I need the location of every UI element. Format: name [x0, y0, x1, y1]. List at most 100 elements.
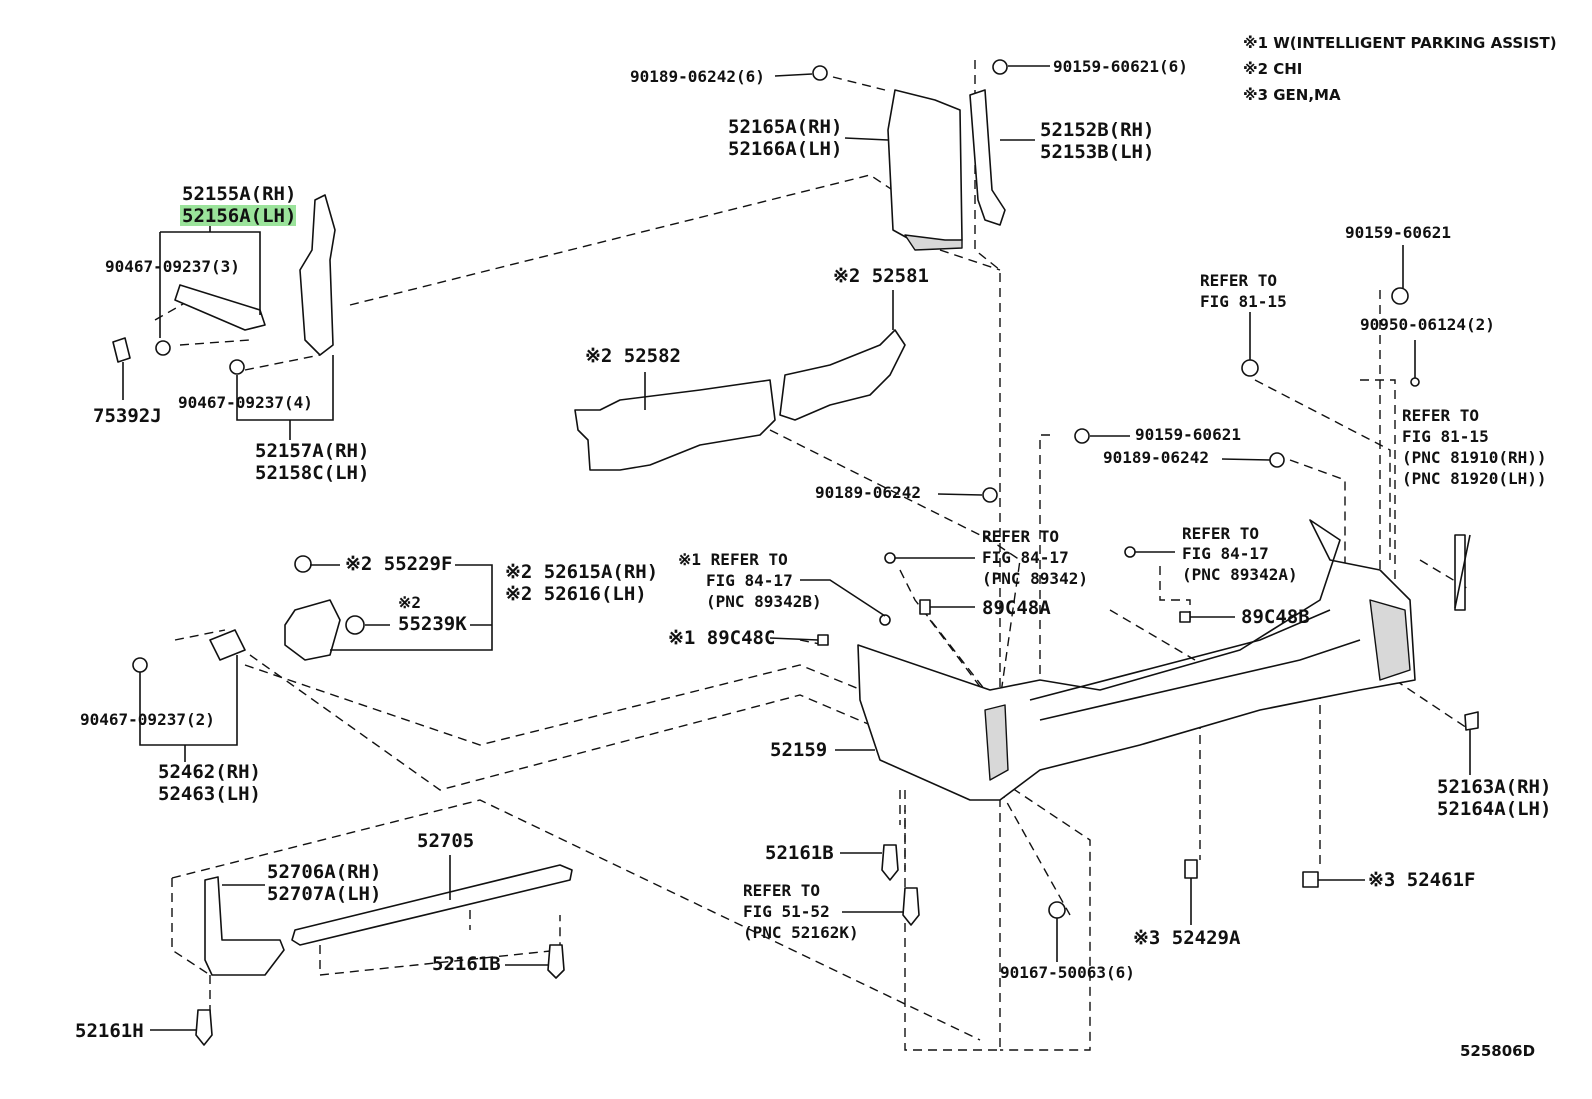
bracket-89C48C: [817, 634, 829, 646]
label-52157A: 52157A(RH): [255, 440, 369, 462]
label-55239K: 55239K: [398, 613, 467, 635]
part-52705: [291, 864, 573, 946]
label-refer-51-52-3: (PNC 52162K): [743, 923, 859, 942]
label-52158C: 52158C(LH): [255, 462, 369, 484]
label-52159: 52159: [770, 739, 827, 761]
label-90159-60621-right: 90159-60621: [1345, 223, 1451, 242]
sensor-89342: [884, 552, 896, 564]
label-refer-84-17-c3: (PNC 89342B): [706, 592, 822, 611]
label-refer-84-17-c2: FIG 84-17: [706, 571, 793, 590]
label-52461F: ※3 52461F: [1368, 869, 1475, 891]
label-refer-84-17-c1: ※1 REFER TO: [678, 550, 788, 569]
figure-code: 525806D: [1460, 1042, 1535, 1060]
note-3: ※3 GEN,MA: [1243, 86, 1341, 104]
part-52163A: [1464, 711, 1479, 731]
label-52161B-b: 52161B: [432, 953, 501, 975]
label-52152B: 52152B(RH): [1040, 119, 1154, 141]
clip-90159-mid: [1074, 428, 1090, 444]
highlight-52156A: [180, 205, 296, 226]
part-52461F: [1302, 871, 1319, 888]
label-52161H: 52161H: [75, 1020, 144, 1042]
part-52581: [779, 329, 906, 421]
label-refer-84-17-a2: FIG 84-17: [982, 548, 1069, 567]
label-90189-06242-6: 90189-06242(6): [630, 67, 765, 86]
clip-52161H: [195, 1009, 213, 1046]
label-refer-81-15-b3: (PNC 81910(RH)): [1402, 448, 1547, 467]
label-52166A: 52166A(LH): [728, 138, 842, 160]
clip-refer-81-15: [1241, 359, 1259, 377]
label-refer-84-17-b2: FIG 84-17: [1182, 544, 1269, 563]
label-90950-06124: 90950-06124(2): [1360, 315, 1495, 334]
label-55239K-note: ※2: [398, 593, 421, 612]
bracket-89C48A: [919, 599, 931, 615]
label-refer-84-17-a3: (PNC 89342): [982, 569, 1088, 588]
label-52707A: 52707A(LH): [267, 883, 381, 905]
label-refer-81-15-a2: FIG 81-15: [1200, 292, 1287, 311]
clip-55229F: [294, 555, 312, 573]
label-refer-51-52-2: FIG 51-52: [743, 902, 830, 921]
label-89C48B: 89C48B: [1241, 606, 1310, 628]
label-refer-81-15-b1: REFER TO: [1402, 406, 1479, 425]
label-52463: 52463(LH): [158, 783, 261, 805]
part-52429A: [1184, 859, 1198, 879]
label-refer-84-17-b1: REFER TO: [1182, 524, 1259, 543]
label-refer-81-15-b4: (PNC 81920(LH)): [1402, 469, 1547, 488]
label-90467-09237-4: 90467-09237(4): [178, 393, 313, 412]
note-2: ※2 CHI: [1243, 60, 1302, 78]
note-1: ※1 W(INTELLIGENT PARKING ASSIST): [1243, 34, 1557, 52]
clip-52161B-b: [547, 944, 565, 979]
dashed-guides: [154, 60, 1471, 1051]
part-52165A: [887, 89, 963, 246]
label-refer-51-52-1: REFER TO: [743, 881, 820, 900]
screw-90467-c: [132, 657, 148, 673]
label-90159-60621-mid: 90159-60621: [1135, 425, 1241, 444]
part-52706A: [204, 876, 285, 976]
label-52156A[interactable]: 52156A(LH): [182, 205, 296, 227]
leader-lines: [122, 65, 1471, 1031]
label-52615A: ※2 52615A(RH): [505, 561, 658, 583]
clip-90950: [1410, 377, 1420, 387]
label-refer-81-15-a1: REFER TO: [1200, 271, 1277, 290]
label-52163A: 52163A(RH): [1437, 776, 1551, 798]
label-90467-09237-3: 90467-09237(3): [105, 257, 240, 276]
screw-90467-b: [229, 359, 245, 375]
part-52155A: [299, 194, 336, 356]
label-52581: ※2 52581: [833, 265, 929, 287]
label-75392J: 75392J: [93, 405, 162, 427]
label-52164A: 52164A(LH): [1437, 798, 1551, 820]
screw-90467-a: [155, 340, 171, 356]
label-90167-50063: 90167-50063(6): [1000, 963, 1135, 982]
clip-75392J: [112, 337, 131, 363]
label-90189-06242-low: 90189-06242: [815, 483, 921, 502]
part-52152B: [969, 89, 1006, 226]
bracket-89C48B: [1179, 611, 1191, 623]
label-55229F: ※2 55229F: [345, 553, 452, 575]
clip-55239K: [345, 615, 365, 635]
label-90467-09237-2: 90467-09237(2): [80, 710, 215, 729]
label-52165A: 52165A(RH): [728, 116, 842, 138]
part-81910: [1454, 534, 1466, 611]
label-refer-84-17-a1: REFER TO: [982, 527, 1059, 546]
label-52616: ※2 52616(LH): [505, 583, 647, 605]
part-52157A: [174, 284, 266, 331]
clip-90159-right: [1391, 287, 1409, 305]
part-52615A: [284, 599, 341, 661]
clip-52161B-a: [881, 844, 899, 881]
sensor-89342B: [879, 614, 891, 626]
screw-90167: [1048, 901, 1066, 919]
label-90159-60621-6: 90159-60621(6): [1053, 57, 1188, 76]
label-89C48A: 89C48A: [982, 597, 1051, 619]
clip-90189-mid: [1269, 452, 1285, 468]
part-52159-bumper: [857, 519, 1416, 801]
clip-90159-top: [992, 59, 1008, 75]
label-refer-81-15-b2: FIG 81-15: [1402, 427, 1489, 446]
label-52706A: 52706A(RH): [267, 861, 381, 883]
clip-90189-top: [812, 65, 828, 81]
sensor-89342A: [1124, 546, 1136, 558]
part-52582: [574, 379, 776, 471]
label-52429A: ※3 52429A: [1133, 927, 1241, 949]
label-52153B: 52153B(LH): [1040, 141, 1154, 163]
label-90189-06242-mid: 90189-06242: [1103, 448, 1209, 467]
label-52582: ※2 52582: [585, 345, 681, 367]
